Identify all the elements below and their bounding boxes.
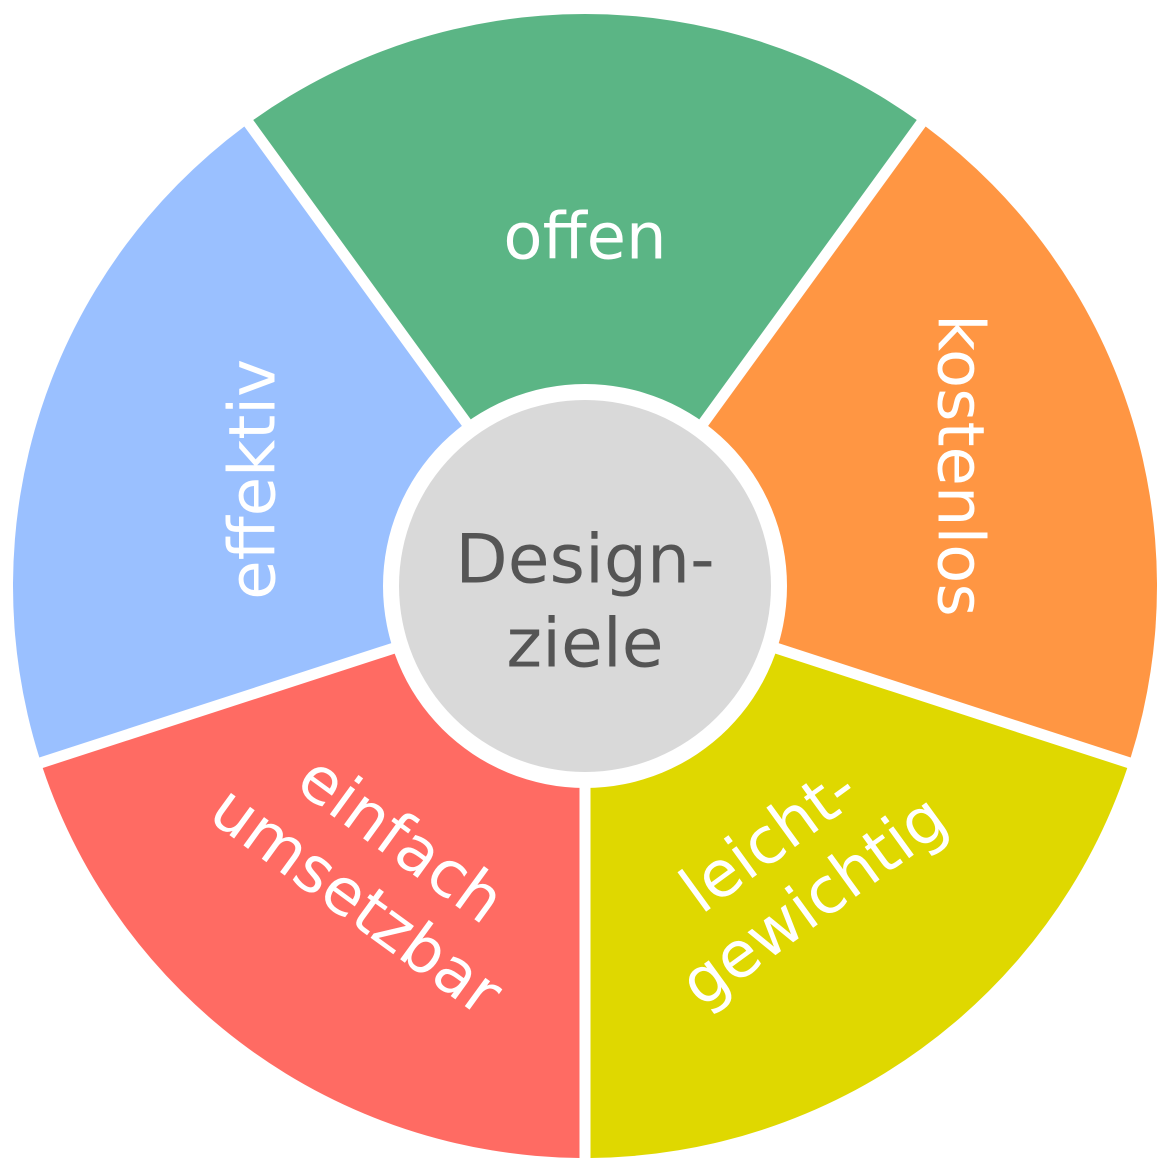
center-label-line-2: ziele [506,605,663,684]
label-kostenlos-line-1: kostenlos [922,314,996,617]
label-offen-line-1: offen [503,201,666,275]
label-effektiv-line-1: effektiv [216,359,290,600]
label-group-kostenlos: kostenlos [922,314,996,617]
segment-offen [253,13,917,577]
center-disc [399,400,771,772]
center-label-line-1: Design- [455,521,714,600]
label-group-offen: offen [503,201,666,275]
segment-leichtgewichtig [590,593,1128,1158]
segment-einfach-umsetzbar [42,593,580,1158]
label-group-effektiv: effektiv [216,359,290,600]
